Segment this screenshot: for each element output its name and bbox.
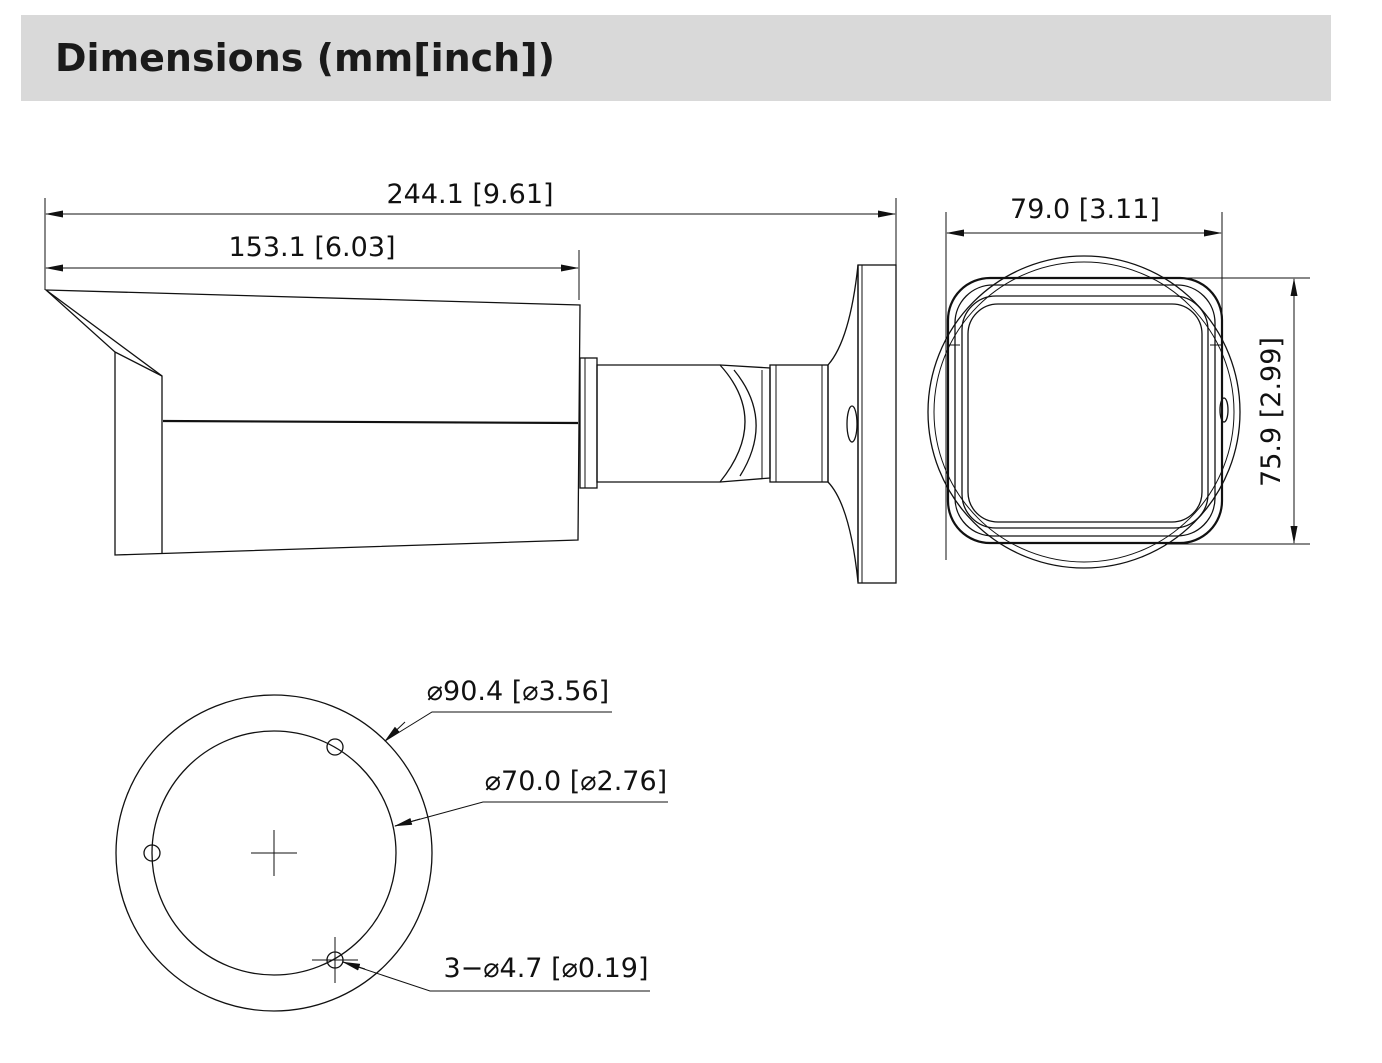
outer-diameter-label: ⌀90.4 [⌀3.56] (427, 676, 609, 707)
mounting-holes-leader (342, 961, 650, 992)
housing-length-label: 153.1 [6.03] (228, 232, 395, 263)
page-title: Dimensions (mm[inch]) (55, 36, 555, 80)
inner-diameter-arrow (394, 818, 421, 827)
front-glass (967, 303, 1203, 523)
outer-diameter-leader (384, 711, 612, 742)
base-outer-circle (115, 694, 433, 1012)
base-inner-circle (151, 730, 397, 976)
cable-hole (846, 405, 858, 443)
header-bar: Dimensions (mm[inch]) (21, 15, 1331, 101)
mounting-hole-top (326, 738, 344, 756)
side-view: 244.1 [9.61] 153.1 [6.03] (44, 179, 897, 584)
inner-diameter-leader (394, 801, 668, 827)
front-housing-rim (961, 295, 1209, 529)
base-view: ⌀90.4 [⌀3.56] ⌀70.0 [⌀2.76] 3−⌀4.7 [⌀0.1… (115, 676, 668, 1012)
front-housing-outer (946, 276, 1224, 545)
bracket-arm (596, 364, 746, 483)
housing-seam (162, 419, 579, 425)
sunshield-edge (45, 289, 163, 553)
front-height-label: 75.9 [2.99] (1256, 337, 1287, 487)
bracket-flare (827, 264, 859, 583)
mounting-holes-arrow (342, 961, 366, 971)
inner-diameter-label: ⌀70.0 [⌀2.76] (485, 766, 667, 797)
front-base-circle (927, 255, 1241, 569)
mounting-base (857, 264, 897, 584)
camera-housing (44, 289, 581, 556)
front-view: 79.0 [3.11] 75.9 [2.99] (927, 194, 1310, 569)
overall-length-label: 244.1 [9.61] (386, 179, 553, 210)
outer-diameter-arrow (384, 721, 406, 742)
front-width-label: 79.0 [3.11] (1010, 194, 1160, 225)
front-base-circle-inner (933, 261, 1235, 563)
joint-curve (733, 369, 757, 477)
sunshield-fold (114, 351, 163, 377)
front-housing-bezel (954, 284, 1216, 537)
rear-collar (579, 357, 598, 489)
front-side-knob (1219, 397, 1229, 423)
mounting-holes-label: 3−⌀4.7 [⌀0.19] (443, 953, 648, 984)
bracket-stem (769, 364, 829, 483)
mounting-hole-left (143, 844, 161, 862)
